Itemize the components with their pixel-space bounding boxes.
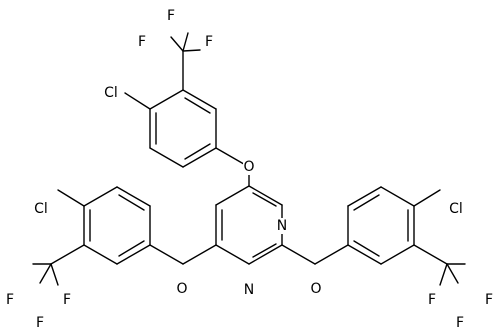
atom-cl-right: Cl: [445, 200, 467, 217]
svg-text:F: F: [138, 34, 146, 50]
svg-text:F: F: [63, 292, 71, 308]
svg-text:F: F: [205, 34, 213, 50]
svg-text:Cl: Cl: [449, 201, 463, 217]
top-aryl-ring: [124, 32, 217, 168]
left-aryl-ring: [32, 186, 151, 286]
svg-text:F: F: [485, 292, 493, 308]
svg-text:N: N: [277, 218, 287, 234]
svg-text:F: F: [428, 292, 436, 308]
atom-f-top-2: F: [165, 8, 176, 24]
atom-f-right-3: F: [426, 292, 437, 308]
atom-n-ring-upper: N: [276, 218, 288, 234]
atom-f-top-3: F: [203, 34, 214, 50]
right-aryl-ring: [347, 186, 466, 286]
svg-text:F: F: [36, 315, 44, 331]
atom-f-right-1: F: [483, 292, 494, 308]
svg-text:O: O: [176, 281, 187, 297]
atom-labels: N N O O O Cl Cl Cl: [4, 8, 494, 331]
svg-text:O: O: [243, 159, 254, 175]
svg-text:Cl: Cl: [104, 85, 118, 101]
atom-f-right-2: F: [454, 315, 465, 331]
svg-text:F: F: [6, 292, 14, 308]
svg-text:O: O: [310, 281, 321, 297]
atom-n-ring-lower: N: [243, 282, 255, 298]
bond-skeleton: [32, 32, 466, 286]
svg-text:F: F: [456, 315, 464, 331]
atom-o-top: O: [243, 158, 256, 175]
svg-text:F: F: [167, 8, 175, 24]
svg-text:Cl: Cl: [34, 201, 48, 217]
atom-f-left-2: F: [34, 315, 45, 331]
atom-f-left-1: F: [4, 292, 15, 308]
atom-f-left-3: F: [61, 292, 72, 308]
atom-f-top-1: F: [136, 34, 147, 50]
atom-o-right: O: [310, 280, 323, 297]
atom-cl-top: Cl: [100, 84, 122, 101]
svg-text:N: N: [244, 282, 254, 298]
atom-o-left: O: [176, 280, 189, 297]
atom-cl-left: Cl: [30, 200, 52, 217]
pyrimidine-ring: [215, 185, 283, 265]
